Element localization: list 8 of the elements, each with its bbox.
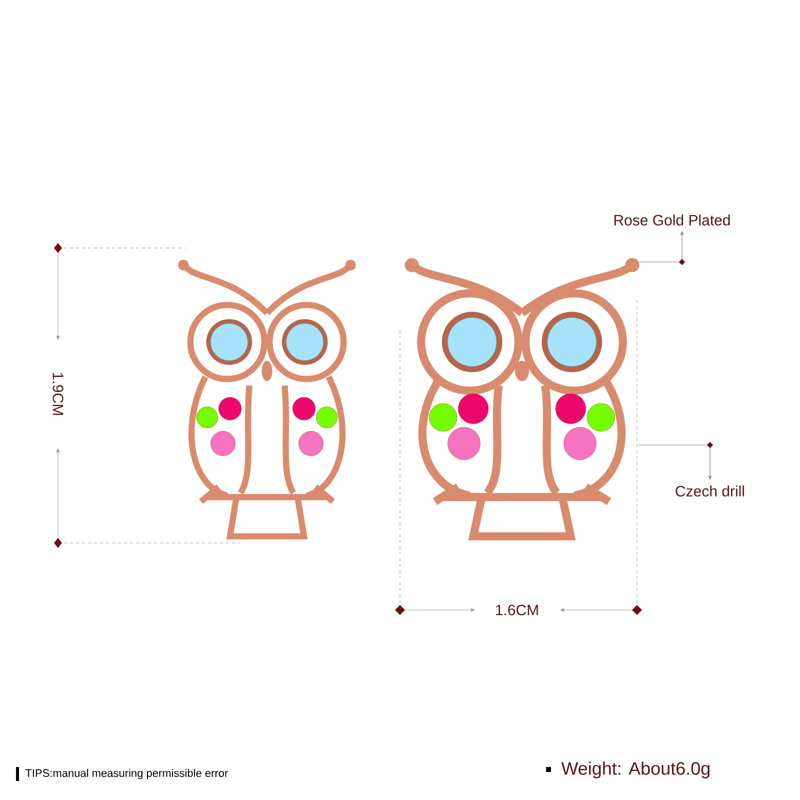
callout-text: Rose Gold Plated bbox=[614, 214, 730, 226]
owl-earring-drawing bbox=[404, 258, 640, 540]
tips-note: TIPS:manual measuring permissible error bbox=[16, 767, 228, 781]
dimension-label: 1.6CM bbox=[496, 604, 538, 616]
dimension-label: 1.9CM bbox=[52, 373, 64, 415]
owl-earring-drawing bbox=[178, 260, 356, 540]
callout-text: Czech drill bbox=[676, 486, 744, 496]
weight-text: Weight: About6.0g bbox=[546, 762, 710, 778]
